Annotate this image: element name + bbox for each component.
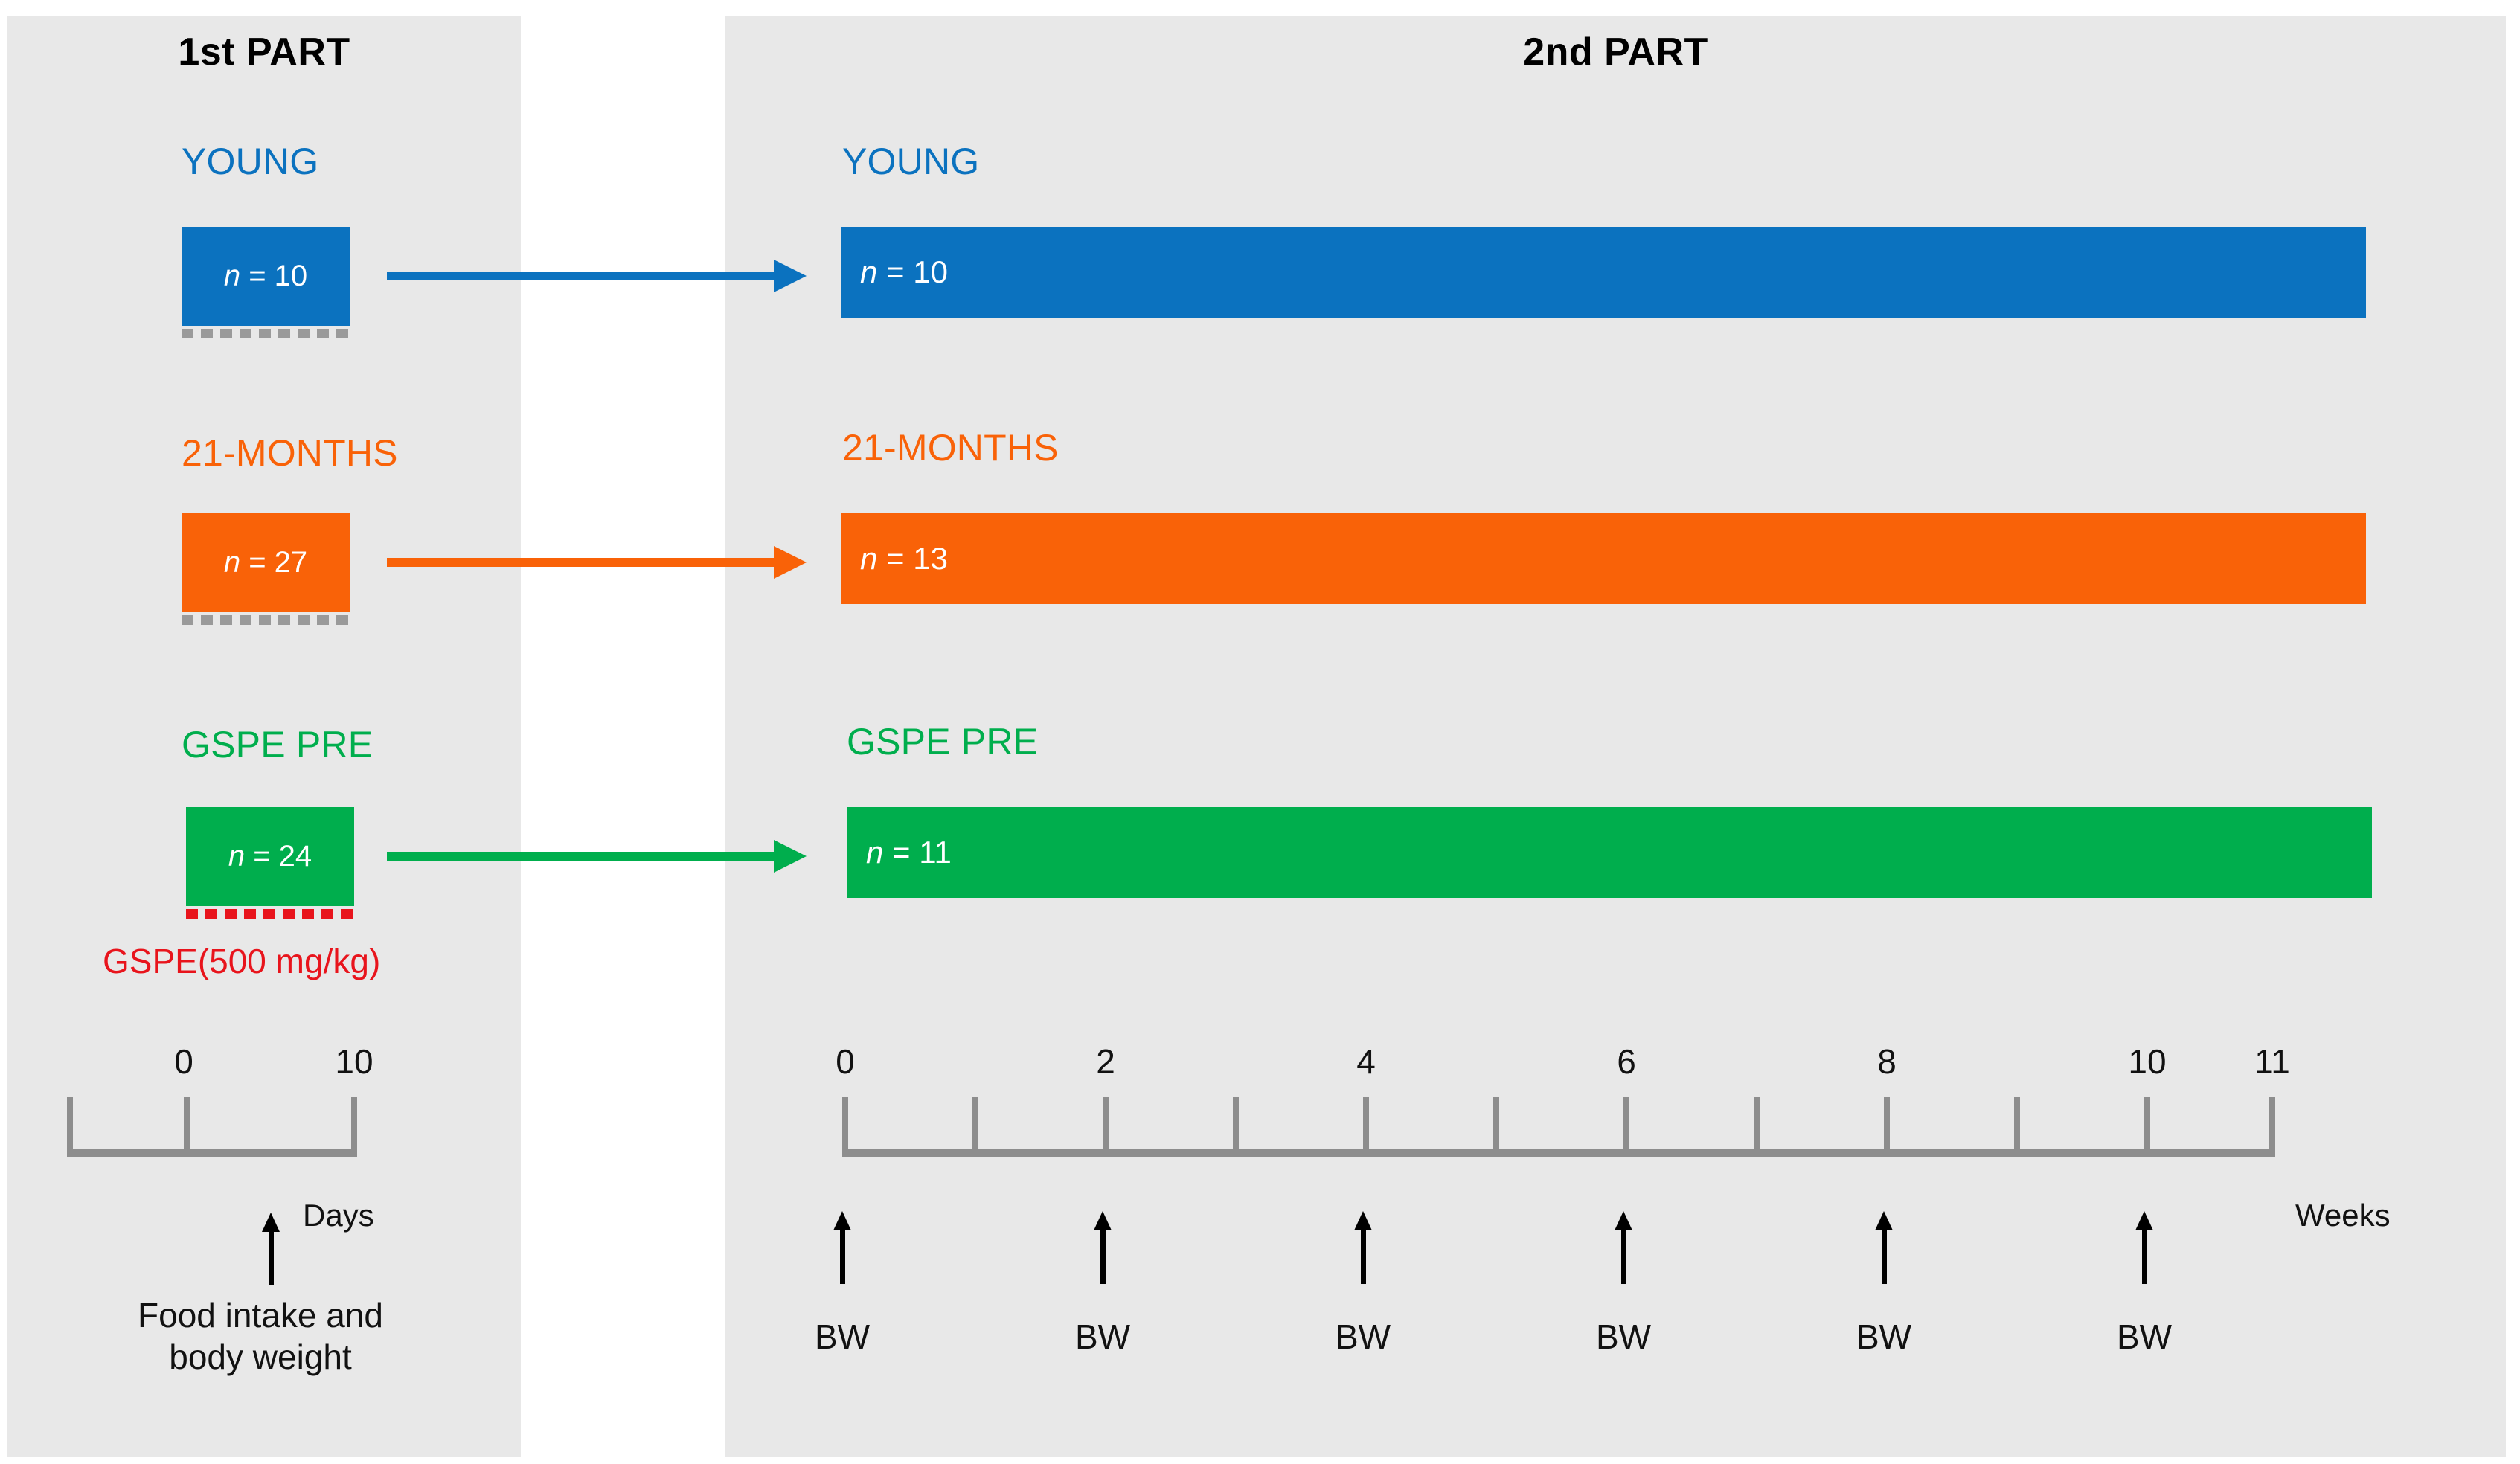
transition-arrow-gspe <box>387 840 807 873</box>
right-axis-tick-label-8: 8 <box>1877 1042 1897 1081</box>
part2-n-gspe: n = 11 <box>866 835 952 870</box>
right-axis-tick-w1 <box>972 1097 978 1151</box>
part2-n-aged: n = 13 <box>860 541 948 576</box>
part1-group-label-young: YOUNG <box>182 141 319 182</box>
gspe-dose-note: GSPE(500 mg/kg) <box>103 942 381 980</box>
right-axis-tick-label-0: 0 <box>836 1042 855 1081</box>
right-axis-tick-w5 <box>1493 1097 1499 1151</box>
right-axis-tick-w10 <box>2144 1097 2150 1151</box>
part1-n-gspe: n = 24 <box>228 840 312 873</box>
part1-box-young: n = 10 <box>182 227 350 326</box>
right-axis-unit-label: Weeks <box>2295 1198 2391 1233</box>
left-axis-tick-0 <box>184 1097 190 1151</box>
right-axis-tick-w7 <box>1754 1097 1760 1151</box>
right-axis-tick-w3 <box>1233 1097 1239 1151</box>
arrow-head-icon <box>774 546 807 579</box>
right-axis-tick-label-4: 4 <box>1356 1042 1376 1081</box>
part2-bar-young: n = 10 <box>841 227 2366 318</box>
bw-label-w10: BW <box>2116 1317 2173 1356</box>
part2-group-label-gspe: GSPE PRE <box>847 721 1039 762</box>
arrow-shaft <box>387 852 774 861</box>
part2-n-young: n = 10 <box>860 254 948 289</box>
food-intake-note: Food intake and body weight <box>30 1294 491 1378</box>
left-axis-cap-end <box>351 1097 357 1151</box>
right-axis-tick-w2 <box>1103 1097 1109 1151</box>
part1-box-aged: n = 27 <box>182 513 350 612</box>
bw-label-w4: BW <box>1335 1317 1391 1356</box>
food-intake-note-line-1: Food intake and <box>138 1296 383 1335</box>
arrow-shaft <box>840 1226 845 1284</box>
arrow-shaft <box>2142 1226 2147 1284</box>
part1-underline-aged <box>182 615 350 625</box>
part-2-title: 2nd PART <box>1523 30 1708 74</box>
part2-bar-gspe: n = 11 <box>847 807 2372 898</box>
arrow-head-icon <box>774 260 807 292</box>
part1-n-young: n = 10 <box>223 260 308 292</box>
right-axis-tick-label-11: 11 <box>2254 1042 2290 1081</box>
arrow-shaft <box>387 558 774 567</box>
bw-label-w8: BW <box>1856 1317 1912 1356</box>
bw-label-w0: BW <box>814 1317 871 1356</box>
part2-bar-aged: n = 13 <box>841 513 2366 604</box>
part1-underline-young <box>182 329 350 338</box>
right-axis-tick-w6 <box>1623 1097 1629 1151</box>
right-axis-tick-label-2: 2 <box>1096 1042 1115 1081</box>
part2-group-label-young: YOUNG <box>842 141 980 182</box>
right-axis-tick-w4 <box>1363 1097 1369 1151</box>
part1-group-label-aged: 21-MONTHS <box>182 432 398 474</box>
right-axis-tick-w0 <box>842 1097 848 1151</box>
arrow-shaft <box>387 272 774 280</box>
left-axis-line <box>67 1149 357 1157</box>
part2-group-label-aged: 21-MONTHS <box>842 427 1059 469</box>
arrow-head-icon <box>774 840 807 873</box>
part-1-title: 1st PART <box>178 30 350 74</box>
part1-box-gspe: n = 24 <box>186 807 354 906</box>
left-axis-tick-label-0: 0 <box>174 1042 193 1081</box>
arrow-shaft <box>269 1227 274 1285</box>
bw-label-w2: BW <box>1074 1317 1131 1356</box>
arrow-shaft <box>1882 1226 1887 1284</box>
right-axis-tick-w11 <box>2269 1097 2275 1151</box>
part1-underline-gspe-treatment <box>186 909 354 919</box>
part1-n-aged: n = 27 <box>223 546 308 579</box>
arrow-shaft <box>1361 1226 1366 1284</box>
transition-arrow-aged <box>387 546 807 579</box>
right-axis-tick-w8 <box>1884 1097 1890 1151</box>
left-axis-unit-label: Days <box>303 1198 374 1233</box>
right-axis-tick-w9 <box>2014 1097 2020 1151</box>
food-intake-note-line-2: body weight <box>169 1338 352 1377</box>
right-axis-tick-label-10: 10 <box>2128 1042 2167 1081</box>
arrow-shaft <box>1621 1226 1626 1284</box>
transition-arrow-young <box>387 260 807 292</box>
left-axis-tick-label-10: 10 <box>335 1042 373 1081</box>
part1-group-label-gspe: GSPE PRE <box>182 724 373 765</box>
right-axis-tick-label-6: 6 <box>1617 1042 1636 1081</box>
left-axis-cap-start <box>67 1097 73 1151</box>
right-axis-line <box>842 1149 2275 1157</box>
bw-label-w6: BW <box>1595 1317 1652 1356</box>
arrow-shaft <box>1100 1226 1106 1284</box>
